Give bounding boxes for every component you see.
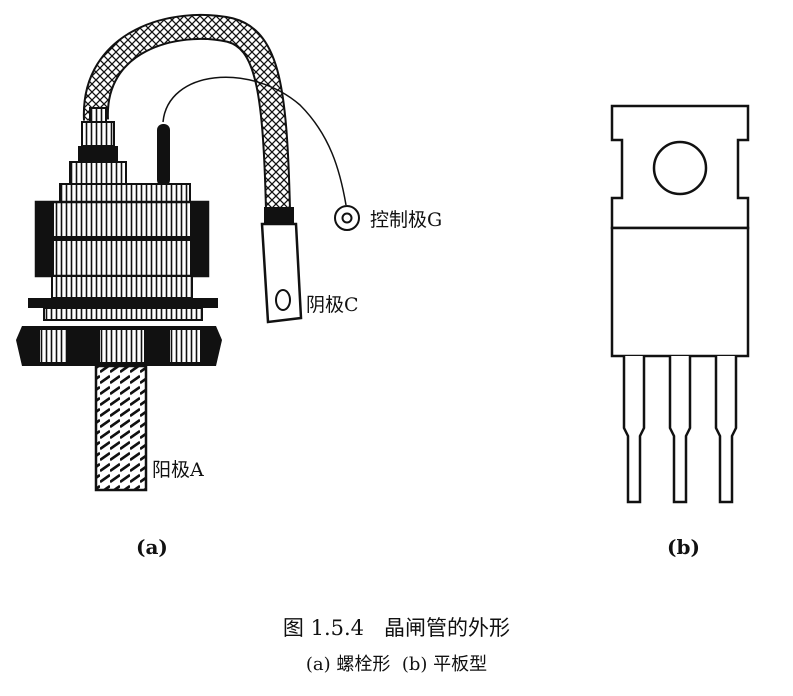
package-body bbox=[610, 226, 750, 358]
label-anode: 阳极A bbox=[152, 459, 204, 481]
gate-wire bbox=[162, 76, 347, 206]
stud-thyristor bbox=[16, 14, 360, 492]
figure-caption-title: 图 1.5.4 晶闸管的外形 bbox=[282, 616, 511, 640]
label-gate: 控制极G bbox=[370, 209, 443, 231]
leads bbox=[622, 356, 738, 504]
hex-nut bbox=[16, 326, 222, 366]
figure-caption-subtitle: (a) 螺栓形 (b) 平板型 bbox=[305, 654, 488, 675]
top-post bbox=[69, 107, 127, 185]
threaded-stud bbox=[94, 364, 148, 492]
device-body bbox=[28, 183, 218, 321]
mounting-hole bbox=[652, 140, 708, 196]
subfigure-b-label: (b) bbox=[667, 535, 700, 559]
cathode-lug bbox=[260, 207, 303, 324]
flat-thyristor bbox=[610, 104, 750, 504]
subfigure-a-label: (a) bbox=[136, 535, 168, 559]
label-cathode: 阴极C bbox=[306, 294, 359, 316]
